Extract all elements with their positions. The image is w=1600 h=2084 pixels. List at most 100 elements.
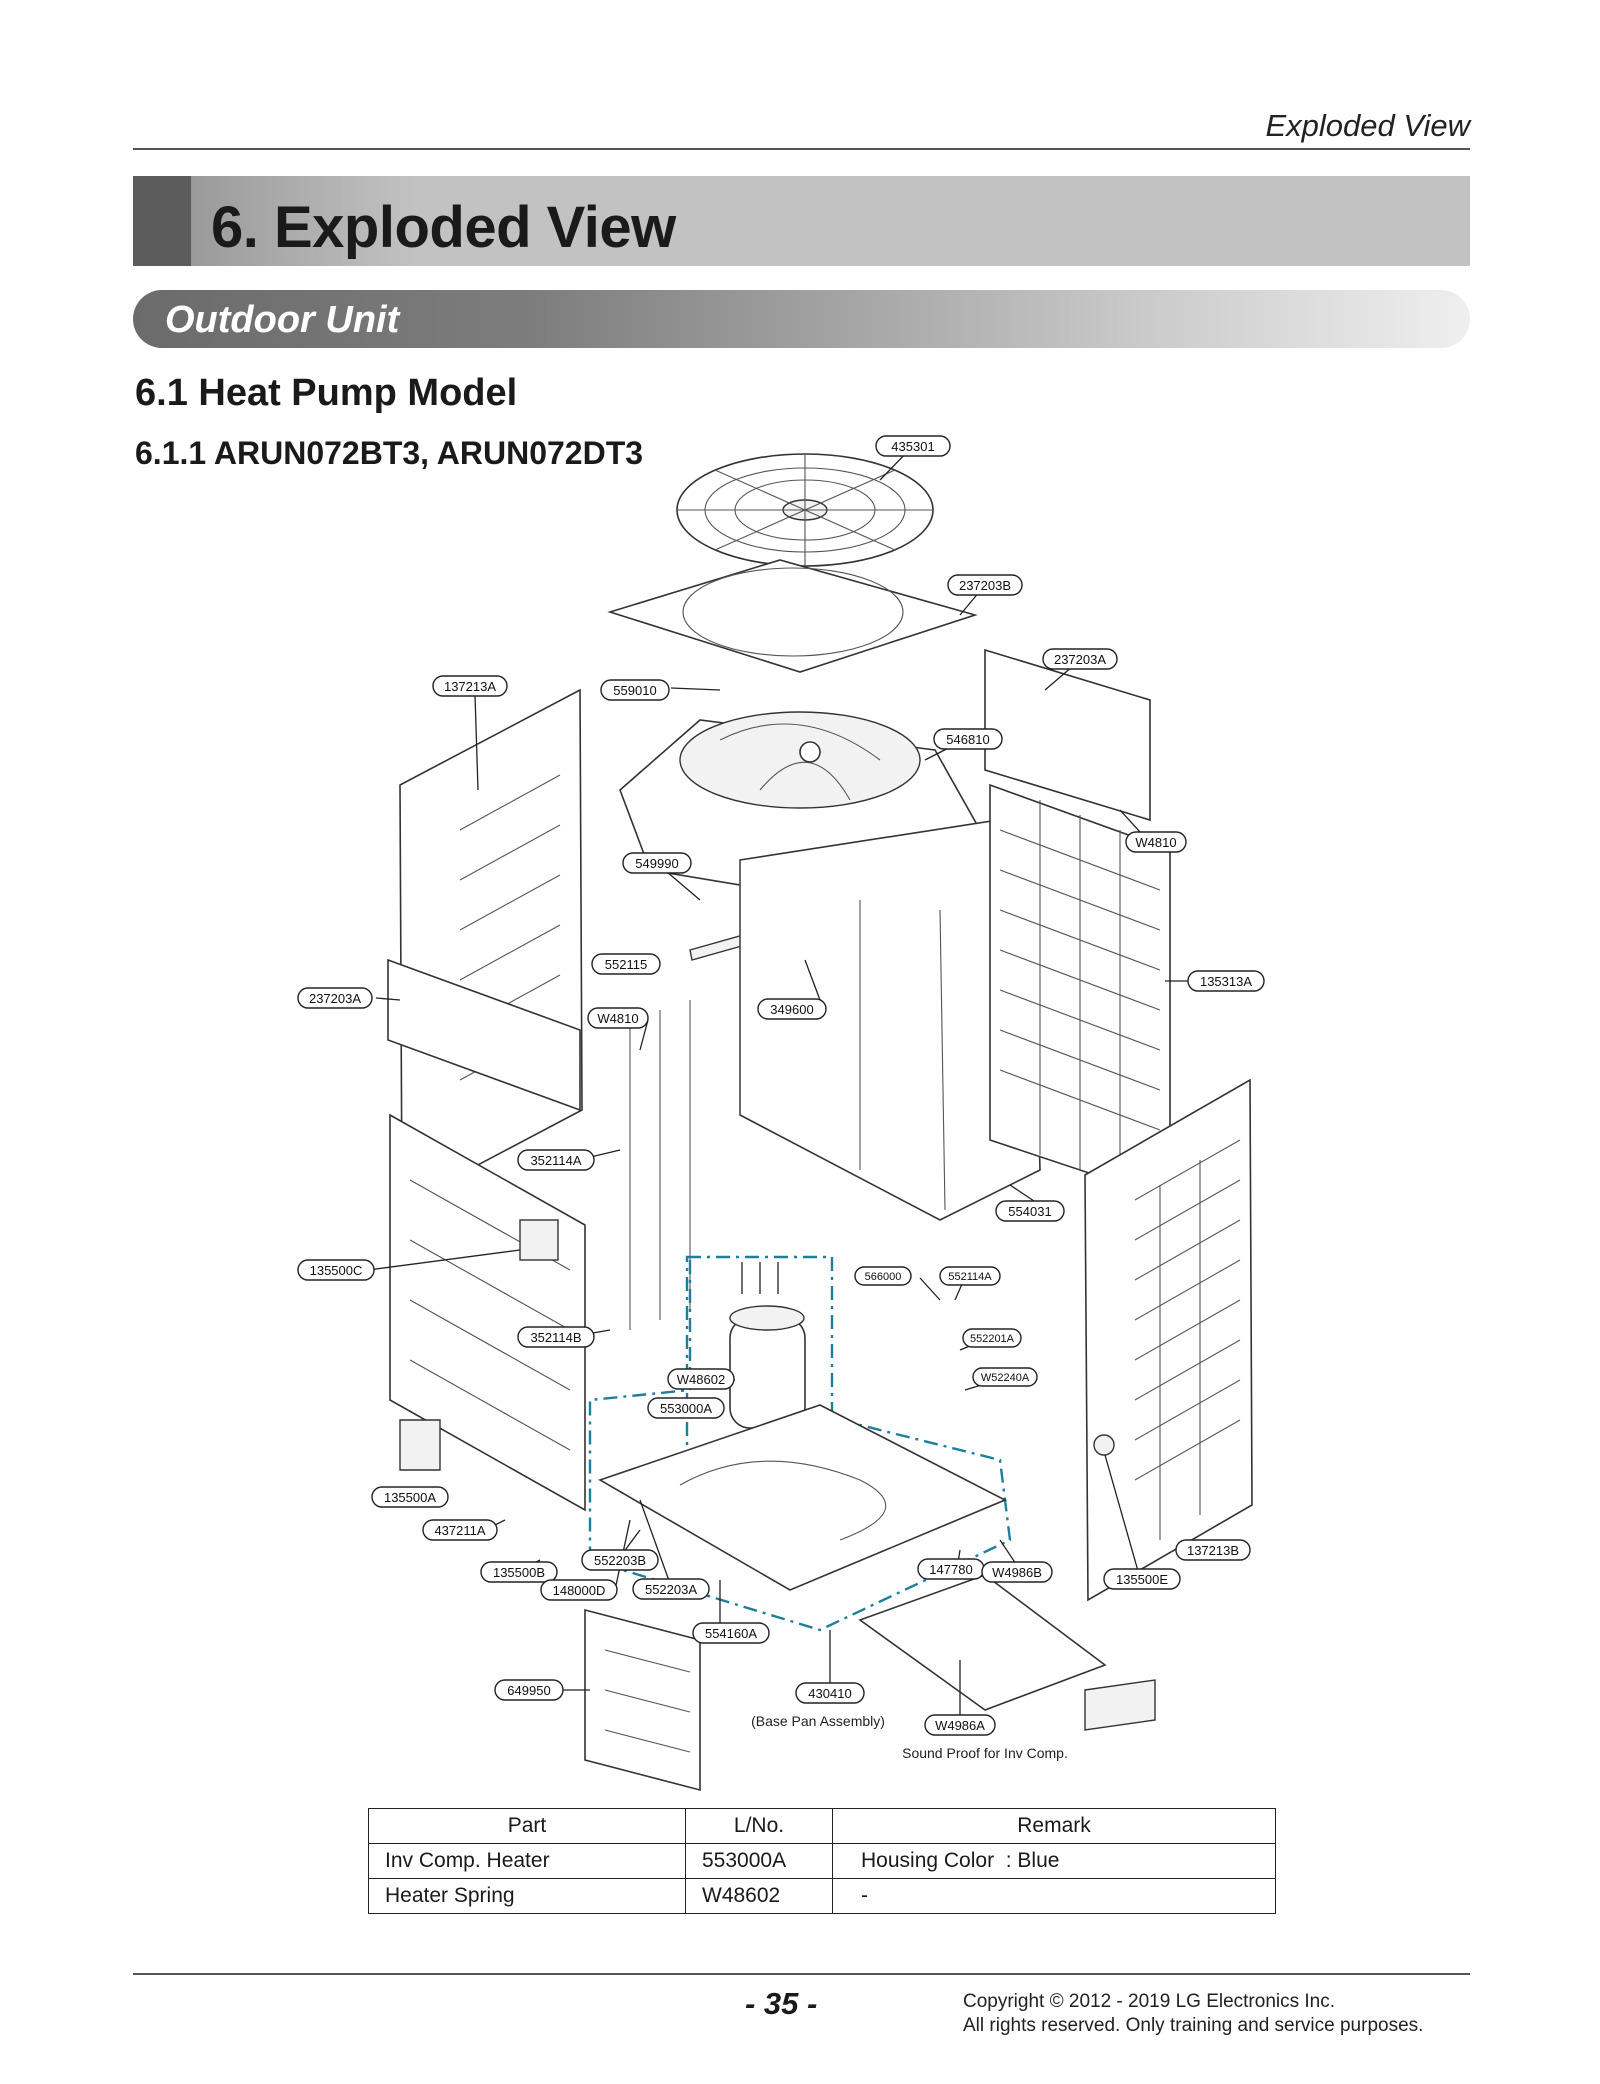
band-gradient [191, 176, 417, 266]
callout-237203a-left: 237203A [297, 987, 373, 1009]
part-cell: Heater Spring [368, 1878, 686, 1914]
callout-w52240a: W52240A [972, 1367, 1038, 1387]
svg-text:566000: 566000 [865, 1271, 902, 1283]
svg-text:552115: 552115 [605, 957, 647, 972]
left-back-panel [399, 688, 583, 1207]
banner-label: Outdoor Unit [165, 299, 400, 341]
sound-proof-plate [858, 1574, 1107, 1711]
svg-text:237203B: 237203B [959, 578, 1011, 593]
upper-bracket-panel [387, 958, 581, 1112]
svg-text:437211A: 437211A [434, 1523, 485, 1538]
svg-text:559010: 559010 [613, 683, 656, 698]
svg-text:135500A: 135500A [384, 1490, 436, 1505]
lno-cell: W48602 [685, 1878, 833, 1914]
svg-text:135500B: 135500B [493, 1565, 545, 1580]
column-header: L/No. [685, 1808, 833, 1844]
copyright-line: Copyright © 2012 - 2019 LG Electronics I… [963, 1991, 1336, 2012]
remark-cell: Housing Color : Blue [832, 1843, 1276, 1879]
svg-text:137213B: 137213B [1187, 1543, 1239, 1558]
sound-proof-note: Sound Proof for Inv Comp. [902, 1745, 1068, 1761]
footer-rule [133, 1973, 1470, 1975]
svg-text:W4810: W4810 [597, 1011, 638, 1026]
header-rule [133, 148, 1470, 150]
right-side-panel [1084, 1078, 1253, 1602]
svg-text:W4986A: W4986A [935, 1718, 985, 1733]
callout-135500b: 135500B [480, 1561, 558, 1583]
svg-text:430410: 430410 [808, 1686, 851, 1701]
callout-w4810-top: W4810 [1125, 831, 1187, 853]
svg-text:435301: 435301 [891, 439, 934, 454]
callout-554160a: 554160A [692, 1622, 770, 1644]
svg-text:135500E: 135500E [1116, 1572, 1168, 1587]
callout-349600: 349600 [757, 998, 827, 1020]
svg-text:553000A: 553000A [660, 1401, 712, 1416]
callout-552115: 552115 [591, 953, 661, 975]
callout-237203b: 237203B [947, 574, 1023, 596]
copyright: Copyright © 2012 - 2019 LG Electronics I… [963, 1990, 1423, 2038]
subsection-heading: 6.1.1 ARUN072BT3, ARUN072DT3 [135, 435, 644, 471]
callout-546810: 546810 [933, 728, 1003, 750]
callout-649950: 649950 [494, 1679, 564, 1701]
svg-text:554031: 554031 [1008, 1204, 1051, 1219]
page-number: - 35 - [745, 1986, 818, 2021]
column-header: Remark [832, 1808, 1276, 1844]
callout-w4986a: W4986A [924, 1714, 996, 1736]
exploded-view-diagram: 435301 237203B 237203A 137213A 559010 54… [297, 435, 1265, 1792]
running-header: Exploded View [1265, 108, 1470, 143]
outdoor-unit-banner: Outdoor Unit [133, 290, 1470, 348]
table-row: Inv Comp. Heater 553000A Housing Color :… [368, 1843, 1276, 1879]
condenser-casing [739, 814, 1041, 1221]
compressor [729, 1262, 806, 1429]
svg-text:W4810: W4810 [1135, 835, 1176, 850]
callout-147780: 147780 [917, 1558, 985, 1580]
callout-549990: 549990 [622, 852, 692, 874]
band-accent [133, 176, 191, 266]
front-left-panel [389, 1113, 586, 1512]
chapter-title: 6. Exploded View [211, 195, 676, 260]
svg-text:147780: 147780 [929, 1562, 972, 1577]
table-row: Heater Spring W48602 - [368, 1878, 1276, 1914]
svg-text:552201A: 552201A [970, 1333, 1015, 1345]
svg-text:137213A: 137213A [444, 679, 496, 694]
base-pan-note: (Base Pan Assembly) [751, 1713, 885, 1729]
svg-text:352114B: 352114B [530, 1330, 581, 1345]
svg-text:552114A: 552114A [948, 1271, 992, 1283]
parts-table: Part L/No. Remark Inv Comp. Heater 55300… [368, 1808, 1276, 1914]
base-pan [598, 1404, 1007, 1591]
control-box [584, 1608, 701, 1792]
copyright-line: All rights reserved. Only training and s… [963, 2015, 1424, 2036]
callout-552114a: 552114A [939, 1266, 1001, 1286]
callout-559010: 559010 [600, 679, 670, 701]
section-heading: 6.1 Heat Pump Model [135, 372, 518, 414]
top-panel [607, 559, 978, 673]
callout-552203a: 552203A [632, 1578, 710, 1600]
callout-352114a-top: 352114A [517, 1149, 595, 1171]
callout-135500a: 135500A [371, 1486, 449, 1508]
callout-430410: 430410 [795, 1682, 865, 1704]
fan-guard [676, 453, 934, 567]
callout-437211a: 437211A [422, 1519, 498, 1541]
svg-text:552203B: 552203B [594, 1553, 646, 1568]
svg-text:552203A: 552203A [645, 1582, 697, 1597]
callout-352114b: 352114B [517, 1326, 595, 1348]
coil-pipes [629, 1000, 691, 1330]
callout-237203a: 237203A [1042, 648, 1118, 670]
svg-text:135313A: 135313A [1200, 974, 1252, 989]
callout-w4810-left: W4810 [587, 1007, 649, 1029]
base-pan-outline [588, 1260, 1012, 1632]
callout-566000: 566000 [854, 1266, 912, 1286]
svg-text:237203A: 237203A [309, 991, 361, 1006]
svg-text:352114A: 352114A [530, 1153, 581, 1168]
svg-text:554160A: 554160A [705, 1626, 757, 1641]
callout-w4986b: W4986B [981, 1561, 1053, 1583]
svg-text:546810: 546810 [946, 732, 989, 747]
callout-135500c: 135500C [297, 1259, 375, 1281]
callout-554031: 554031 [995, 1200, 1065, 1222]
svg-text:W52240A: W52240A [981, 1372, 1030, 1384]
callout-148000d: 148000D [540, 1579, 618, 1601]
callout-135500e: 135500E [1103, 1568, 1181, 1590]
remark-cell: - [832, 1878, 1276, 1914]
svg-text:649950: 649950 [507, 1683, 550, 1698]
callout-435301: 435301 [875, 435, 951, 457]
callout-137213a: 137213A [432, 675, 508, 697]
